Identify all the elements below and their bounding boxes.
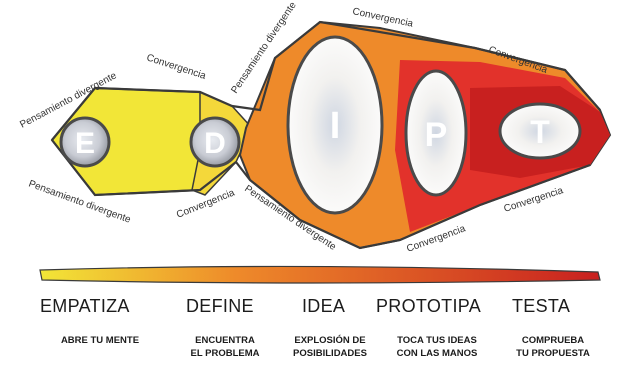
stage-title-testa: TESTA	[512, 296, 571, 316]
subtitle-line: EL PROBLEMA	[190, 348, 260, 359]
subtitle-line: POSIBILIDADES	[293, 348, 367, 359]
bottom-outline	[51, 139, 591, 250]
stage-title-prototipa: PROTOTIPA	[376, 296, 482, 316]
letter-i: I	[330, 105, 341, 147]
prototype-oval: P	[404, 69, 468, 197]
stage-subtitle-idea: EXPLOSIÓN DE POSIBILIDADES	[282, 334, 378, 360]
stage-subtitle-define: ENCUENTRA EL PROBLEMA	[180, 334, 270, 360]
ideate-oval: I	[286, 35, 384, 215]
stage-title-empatiza: EMPATIZA	[40, 296, 130, 316]
progress-gradient-bar	[39, 265, 601, 284]
subtitle-line: EXPLOSIÓN DE	[294, 335, 366, 346]
convergent-label-1: Convergencia	[145, 52, 208, 82]
stage-subtitle-testa: COMPRUEBA TU PROPUESTA	[506, 334, 600, 360]
letter-d: D	[204, 127, 226, 160]
subtitle-line: CON LAS MANOS	[396, 348, 478, 359]
subtitle-line: TU PROPUESTA	[516, 348, 590, 359]
letter-e: E	[75, 127, 95, 160]
empathize-disc: E	[59, 116, 111, 168]
stage-title-define: DEFINE	[186, 296, 254, 316]
letter-t: T	[530, 114, 550, 150]
stage-subtitle-prototipa: TOCA TUS IDEAS CON LAS MANOS	[385, 334, 489, 360]
subtitle-line: COMPRUEBA	[521, 335, 585, 346]
test-oval: T	[498, 102, 582, 160]
top-outline	[51, 20, 601, 141]
define-disc: D	[189, 116, 241, 168]
subtitle-line: ABRE TU MENTE	[60, 335, 140, 346]
stage-title-idea: IDEA	[302, 296, 346, 316]
letter-p: P	[425, 116, 448, 154]
subtitle-line: TOCA TUS IDEAS	[397, 335, 477, 346]
stage-subtitle-empatiza: ABRE TU MENTE	[55, 334, 145, 347]
subtitle-line: ENCUENTRA	[195, 335, 255, 346]
